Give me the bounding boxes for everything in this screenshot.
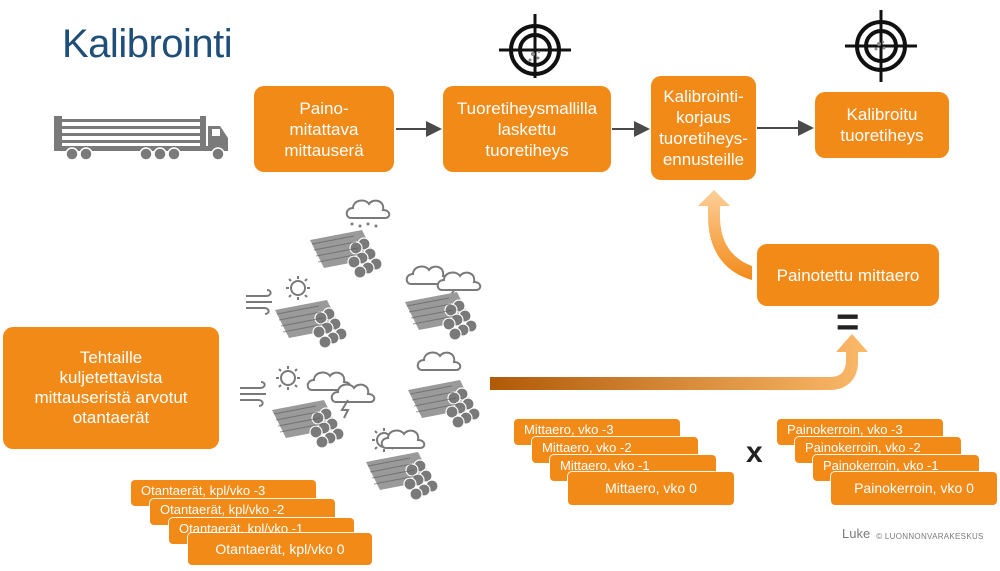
- luke-logo-name: Luke: [842, 526, 871, 541]
- box-kalibrointikorjaus: Kalibrointi- korjaus tuoretiheys- ennust…: [651, 76, 756, 180]
- luke-logo-org: © LUONNONVARAKESKUS: [876, 532, 984, 541]
- mittaero-tag-vko-0: Mittaero, vko 0: [568, 472, 734, 505]
- box-painotettu-mittaero: Painotettu mittaero: [757, 244, 939, 306]
- box-otantaerat: Tehtaille kuljetettavista mittauseristä …: [3, 327, 219, 449]
- target-icon: [499, 14, 571, 78]
- times-sign: x: [746, 436, 763, 469]
- otanta-tag-vko-0: Otantaerät, kpl/vko 0: [188, 533, 372, 565]
- painokerroin-tag-vko-0: Painokerroin, vko 0: [831, 472, 997, 505]
- box-tuoretiheysmalli: Tuoretiheysmallilla laskettu tuoretiheys: [443, 86, 611, 172]
- log-truck-icon: [54, 116, 228, 161]
- equals-sign: =: [836, 300, 860, 344]
- page-title: Kalibrointi: [62, 22, 233, 66]
- box-paino-mitattava: Paino- mitattava mittauserä: [254, 86, 394, 172]
- luke-logo: Luke © LUONNONVARAKESKUS: [842, 526, 984, 541]
- target-icon: [845, 10, 917, 82]
- box-kalibroitu: Kalibroitu tuoretiheys: [815, 92, 949, 158]
